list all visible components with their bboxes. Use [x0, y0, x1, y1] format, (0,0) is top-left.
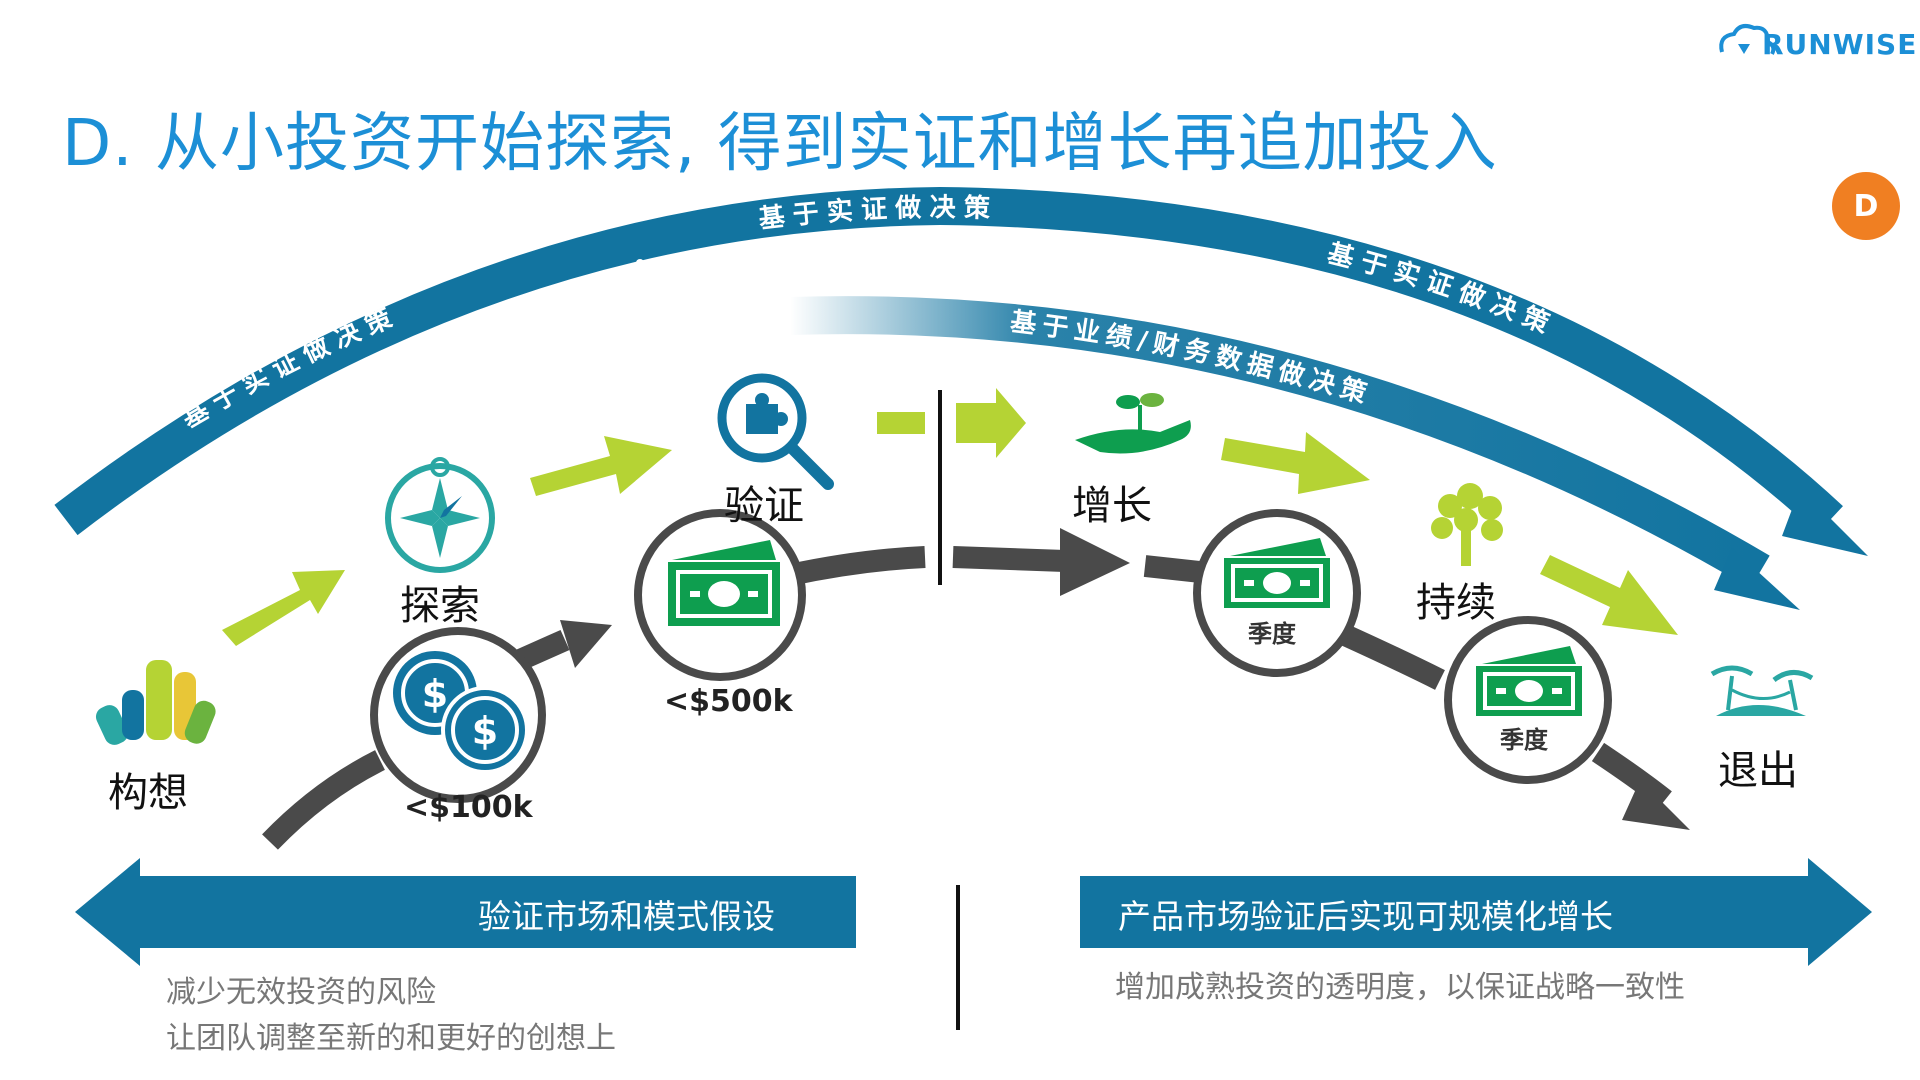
brand-logo: RUNWISE: [1762, 22, 1917, 66]
arc-dot: [636, 259, 644, 267]
section-badge: D: [1832, 172, 1900, 240]
arrow-grow-to-sustain: [1221, 432, 1370, 494]
stage-label-validate: 验证: [724, 483, 804, 529]
stage-label-sustain: 持续: [1416, 580, 1496, 626]
amount-quarter-1: 季度: [1248, 620, 1296, 648]
amount-quarter-2: 季度: [1500, 726, 1548, 754]
compass-icon: [385, 457, 495, 573]
raised-hands-icon: [95, 660, 216, 745]
stage-arrows: [222, 388, 1678, 646]
svg-text:$: $: [472, 709, 498, 753]
note-right-line-1: 增加成熟投资的透明度，以保证战略一致性: [1115, 970, 1685, 1005]
left-banner: [75, 858, 856, 966]
amount-cash: <$500k: [664, 684, 793, 719]
arrow-explore-to-validate: [530, 436, 672, 496]
outer-evidence-arc: [54, 186, 1868, 556]
banner-label-left: 验证市场和模式假设: [478, 897, 775, 936]
coins-investment: $ $: [370, 627, 546, 803]
investment-curve: [262, 546, 1672, 850]
quarterly-investment-1: [1193, 509, 1361, 677]
inner-arc-label: 基于业绩/财务数据做决策: [1009, 307, 1376, 411]
outer-arc-label-right: 基于实证做决策: [1324, 239, 1561, 343]
island-hammock-icon: [1710, 665, 1814, 716]
note-right: 增加成熟投资的透明度，以保证战略一致性: [1115, 965, 1685, 1011]
cash-investment: [634, 509, 806, 681]
stage-label-explore: 探索: [400, 583, 480, 629]
right-banner: [1080, 858, 1872, 966]
arc-dot: [1241, 256, 1249, 264]
quarterly-investment-2: [1444, 616, 1612, 784]
stage-label-idea: 构想: [108, 770, 188, 816]
arrow-validate-to-grow: [956, 388, 1026, 458]
inner-data-arc: [789, 296, 1800, 610]
stage-label-exit: 退出: [1718, 748, 1798, 794]
stage-label-grow: 增长: [1072, 483, 1152, 529]
banner-label-right: 产品市场验证后实现可规模化增长: [1118, 897, 1613, 936]
note-left: 减少无效投资的风险 让团队调整至新的和更好的创想上: [166, 970, 616, 1062]
cloud-logo-icon: [1719, 24, 1776, 55]
svg-text:$: $: [422, 672, 448, 716]
tree-icon: [1431, 483, 1503, 566]
arrow-sustain-to-exit: [1540, 555, 1678, 635]
arrow-validate-dash: [877, 412, 925, 434]
note-left-line-1: 减少无效投资的风险: [166, 975, 436, 1010]
outer-arc-label-left: 基于实证做决策: [177, 299, 404, 434]
brand-logo-text: RUNWISE: [1762, 27, 1918, 61]
magnifier-puzzle-icon: [717, 373, 834, 490]
hand-sprout-icon: [1075, 393, 1191, 454]
amount-coins: <$100k: [404, 790, 533, 825]
note-left-line-2: 让团队调整至新的和更好的创想上: [166, 1021, 616, 1056]
page-title: D. 从小投资开始探索, 得到实证和增长再追加投入: [62, 107, 1498, 181]
investment-curve-arrowheads: [560, 528, 1690, 830]
arrow-idea-to-explore: [222, 570, 345, 646]
